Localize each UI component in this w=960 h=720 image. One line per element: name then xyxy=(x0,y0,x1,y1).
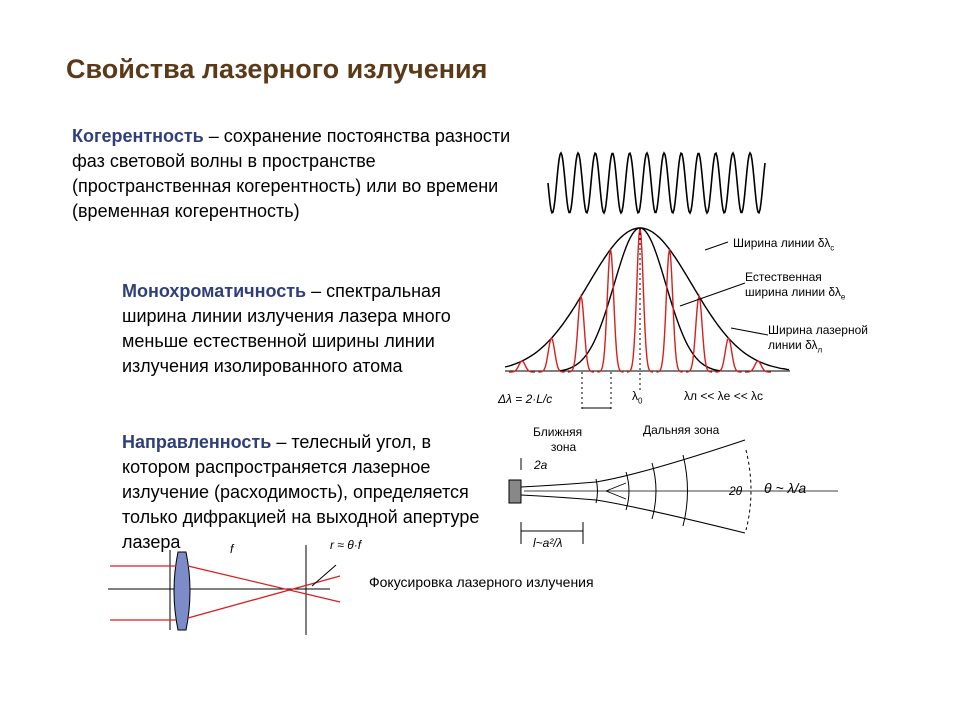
laser-mode-peak xyxy=(715,336,742,373)
wavefront-2 xyxy=(625,471,630,511)
monochromaticity-paragraph: Монохроматичность – спектральная ширина … xyxy=(122,279,502,379)
laser-mode-peak xyxy=(685,293,713,373)
cone-line-bottom xyxy=(605,490,627,500)
spot-size-label: r ≈ θ·f xyxy=(330,538,362,552)
monochromaticity-term: Монохроматичность xyxy=(122,281,307,301)
line-width-label: Ширина линии δλc xyxy=(733,236,835,253)
linewidth-inequality: λл << λe << λc xyxy=(684,389,764,403)
focusing-diagram xyxy=(108,545,341,635)
laser-mode-peak xyxy=(656,249,683,373)
pointer-line-width xyxy=(704,241,729,251)
far-zone-label: Дальняя зона xyxy=(643,423,720,437)
laser-mode-peak xyxy=(745,360,771,373)
beam-divergence-diagram xyxy=(508,439,838,544)
directionality-text: – телесный угол, в котором распространяе… xyxy=(122,432,480,552)
laser-mode-peak xyxy=(538,336,565,373)
mode-spacing-formula: Δλ = 2·L/c xyxy=(498,392,553,406)
monochromaticity-text: – спектральная ширина линии излучения ла… xyxy=(122,281,451,376)
near-zone-length-label: l~a²/λ xyxy=(533,536,563,550)
focused-ray-top xyxy=(187,565,341,603)
beam-edge-bottom xyxy=(520,494,746,534)
coherent-wave xyxy=(547,151,766,215)
focusing-caption: Фокусировка лазерного излучения xyxy=(369,574,594,590)
coherence-paragraph: Когерентность – сохранение постоянства р… xyxy=(72,124,512,224)
slide-title: Свойства лазерного излучения xyxy=(66,54,488,84)
gain-envelope-curve xyxy=(504,227,790,371)
laser-aperture xyxy=(508,479,522,504)
spot-pointer xyxy=(311,564,337,587)
focused-ray-bottom xyxy=(187,575,341,619)
wavefront-1 xyxy=(595,478,598,504)
focusing-lens xyxy=(173,551,191,631)
focal-length-label: f xyxy=(230,542,234,556)
pointer-natural-width xyxy=(679,282,746,307)
beam-edge-top xyxy=(520,439,746,488)
aperture-label: 2a xyxy=(534,458,548,472)
wavefront-4 xyxy=(682,454,688,527)
wavefront-3 xyxy=(651,462,657,520)
coherence-text: – сохранение постоянства разности фаз св… xyxy=(72,126,511,221)
cone-line-top xyxy=(605,482,627,492)
angle-arc xyxy=(745,449,752,531)
directionality-paragraph: Направленность – телесный угол, в которо… xyxy=(122,430,502,555)
divergence-formula: θ ~ λ/a xyxy=(764,480,807,496)
directionality-term: Направленность xyxy=(122,432,272,452)
lambda0-label: λ0 xyxy=(632,389,643,406)
laser-mode-peak xyxy=(567,293,595,373)
divergence-angle-label: 2θ xyxy=(729,484,743,498)
laser-mode-peak xyxy=(597,249,624,373)
laser-mode-peak xyxy=(509,360,535,373)
coherence-term: Когерентность xyxy=(72,126,204,146)
spectrum-diagram xyxy=(504,227,790,412)
pointer-laser-width xyxy=(730,327,769,336)
